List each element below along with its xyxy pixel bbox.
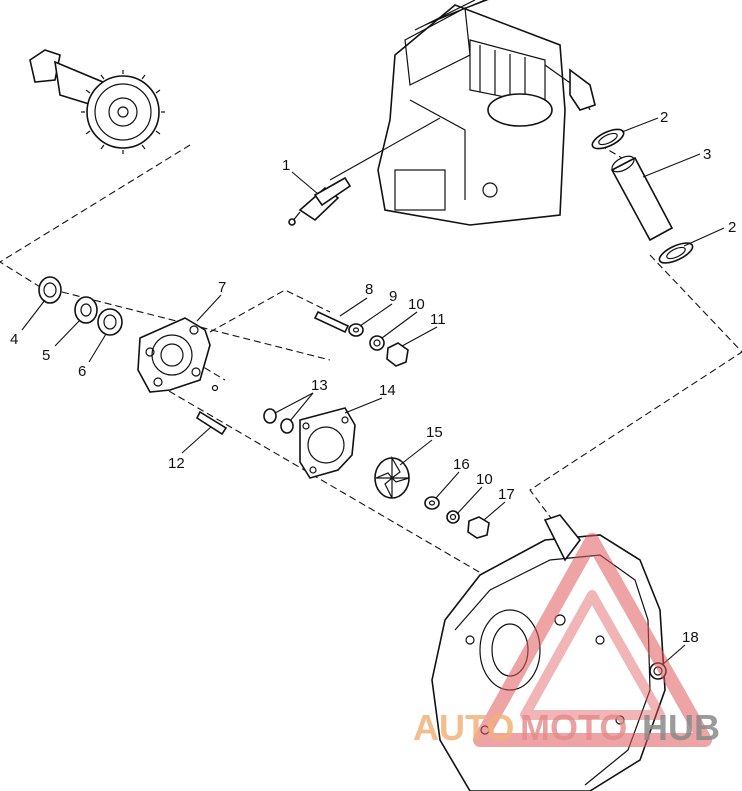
impeller-part-15 <box>374 455 410 499</box>
callout-7: 7 <box>218 279 226 296</box>
stud-part-8 <box>313 310 350 334</box>
lock-washer-part-10-upper <box>369 335 385 351</box>
pump-housing-part-7 <box>137 317 219 393</box>
callout-8: 8 <box>365 281 373 298</box>
callout-3: 3 <box>703 146 711 163</box>
callout-2-lower: 2 <box>728 219 736 236</box>
hose-clamp-part-2-upper <box>591 128 625 150</box>
o-rings-part-13 <box>263 408 294 434</box>
callout-5: 5 <box>42 347 50 364</box>
watermark-moto: MOTO <box>520 707 627 748</box>
callout-labels: 1 2 3 2 4 5 6 7 8 9 10 11 12 13 14 15 16… <box>10 109 736 646</box>
bearing-part-4 <box>38 276 62 304</box>
cylinder-head <box>329 0 596 226</box>
watermark-auto: AUTO <box>413 707 514 748</box>
washer-part-16 <box>424 496 440 510</box>
watermark-triangle <box>473 533 712 747</box>
callout-14: 14 <box>379 382 396 399</box>
callout-4: 4 <box>10 331 18 348</box>
stud-part-12 <box>195 410 228 436</box>
callout-11: 11 <box>430 311 446 328</box>
watermark: AUTO MOTO HUB <box>413 533 720 748</box>
callout-9: 9 <box>389 288 397 305</box>
nut-part-11 <box>386 342 409 367</box>
callout-18: 18 <box>682 629 699 646</box>
callout-10-lower: 10 <box>476 471 493 488</box>
bearing-part-5 <box>74 296 98 324</box>
callout-16: 16 <box>453 456 470 473</box>
callout-13: 13 <box>311 377 328 394</box>
callout-17: 17 <box>498 486 515 503</box>
watermark-hub: HUB <box>642 707 720 748</box>
washer-part-9 <box>348 323 364 337</box>
gasket-part-14 <box>299 407 356 479</box>
nut-part-17 <box>467 516 490 539</box>
callout-15: 15 <box>426 424 443 441</box>
lock-washer-part-10-lower <box>446 510 460 524</box>
callout-1: 1 <box>282 157 290 174</box>
seal-part-6 <box>97 308 123 336</box>
callout-6: 6 <box>78 363 86 380</box>
callout-2-upper: 2 <box>660 109 668 126</box>
callout-12: 12 <box>168 455 185 472</box>
temperature-sensor-part-1 <box>288 176 352 226</box>
leader-lines <box>21 117 725 666</box>
callout-10-upper: 10 <box>408 296 425 313</box>
assembly-lines <box>0 144 742 591</box>
hose-clamp-part-2-lower <box>658 242 694 264</box>
coolant-hose-part-3 <box>610 155 674 242</box>
cam-gear-assembly <box>29 49 165 154</box>
